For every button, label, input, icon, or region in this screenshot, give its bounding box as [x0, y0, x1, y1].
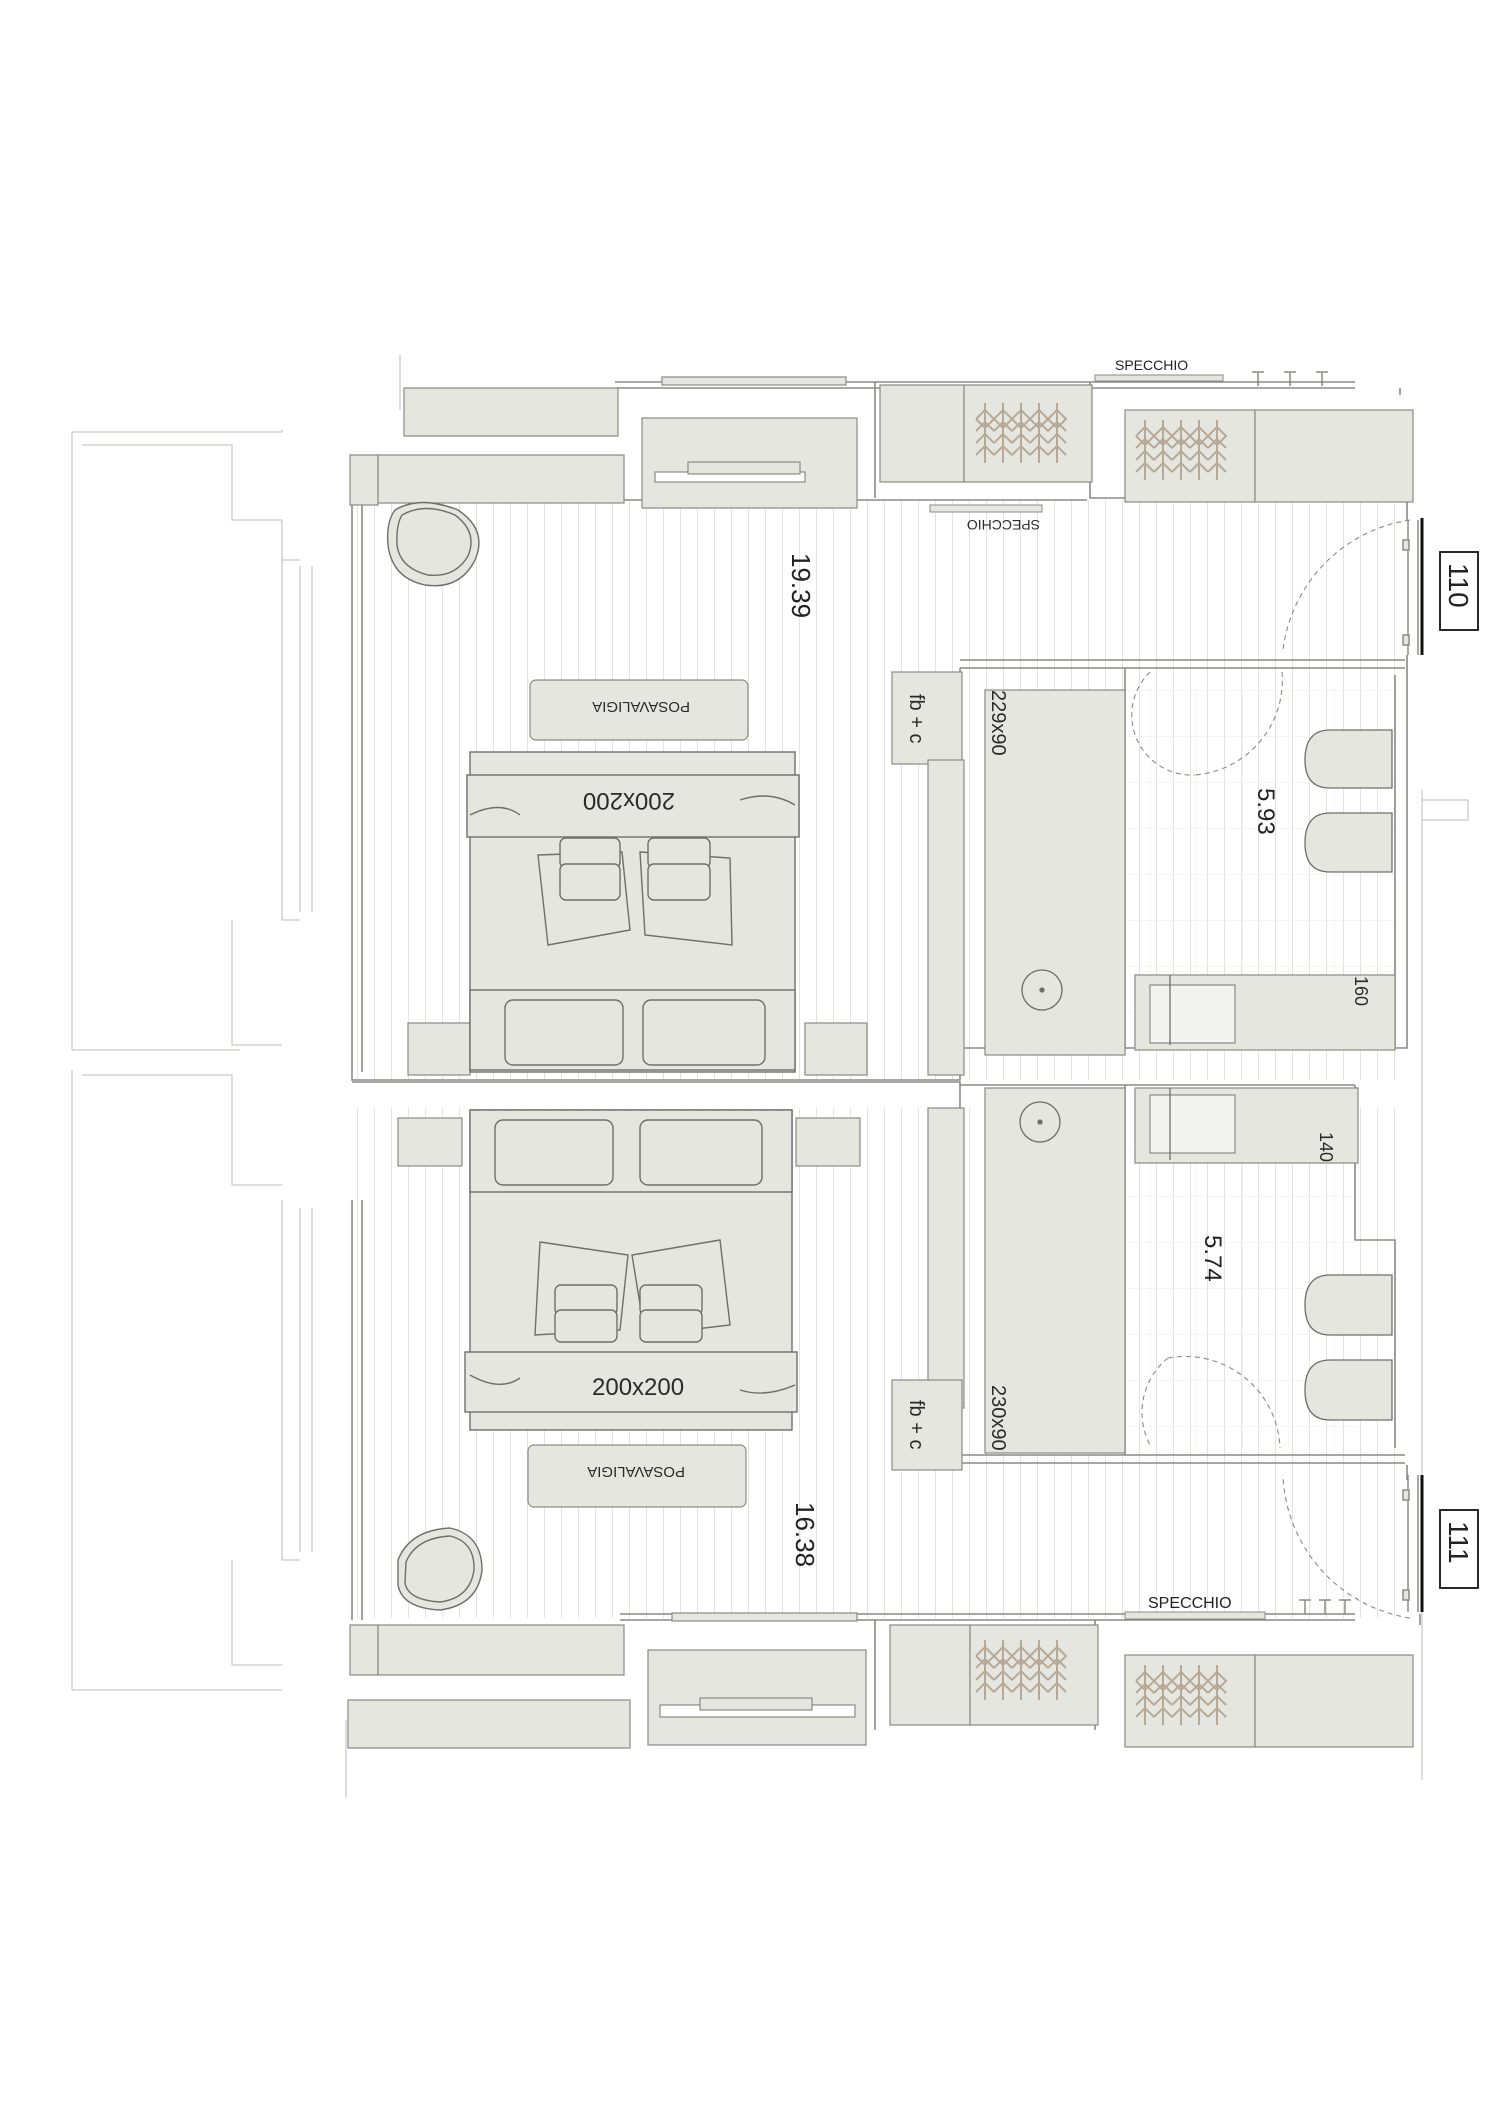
- doors-111: [1141, 1355, 1411, 1619]
- room-number-box-110: [1439, 551, 1479, 631]
- mirror-label-111: SPECCHIO: [1148, 1595, 1232, 1612]
- door-frame-111: [1402, 1475, 1419, 1612]
- mirror-inner-110: [929, 504, 1043, 513]
- mirror-top-110: [1094, 374, 1224, 382]
- bathroom-area-110: 5.93: [1252, 788, 1279, 835]
- room-number-110: 110: [1443, 563, 1474, 608]
- bedroom-area-111: 16.38: [790, 1502, 820, 1567]
- bathroom-fixtures-110: [1021, 729, 1393, 1045]
- shower-label-110: 160: [1351, 976, 1371, 1006]
- mirror-top-label-110: SPECCHIO: [1115, 357, 1188, 373]
- balcony-outline: [71, 355, 1469, 1798]
- hooks-110: [1252, 371, 1328, 386]
- door-frame-110: [1402, 520, 1419, 655]
- fridge-label-111: fb + c: [905, 1400, 927, 1449]
- bathroom-fixtures-111: [1019, 1088, 1393, 1421]
- armchair-111: [397, 1527, 483, 1611]
- desk-label-110: 229x90: [987, 690, 1009, 756]
- bed-label-110: 200x200: [583, 787, 675, 814]
- mirror-111: [1124, 1611, 1266, 1620]
- luggage-rack-label-110: POSAVALIGIA: [592, 698, 690, 715]
- room-number-box-111: [1439, 1509, 1479, 1589]
- luggage-rack-label-111: POSAVALIGIA: [587, 1463, 685, 1480]
- hooks-111: [1299, 1599, 1351, 1614]
- mirror-inner-label-110: SPECCHIO: [967, 517, 1040, 533]
- bed-110: [466, 751, 800, 1073]
- shower-label-111: 140: [1316, 1132, 1336, 1162]
- doors-110: [1131, 519, 1411, 776]
- room-number-111: 111: [1443, 1521, 1474, 1564]
- bed-label-111: 200x200: [592, 1374, 684, 1401]
- furniture-110: [349, 376, 1414, 1076]
- fridge-label-110: fb + c: [905, 694, 927, 743]
- bedroom-area-110: 19.39: [786, 553, 816, 618]
- furniture-111: [347, 1087, 1414, 1749]
- armchair-110: [386, 501, 480, 587]
- desk-label-111: 230x90: [987, 1385, 1009, 1451]
- bathroom-area-111: 5.74: [1199, 1235, 1226, 1282]
- bed-111: [464, 1109, 798, 1431]
